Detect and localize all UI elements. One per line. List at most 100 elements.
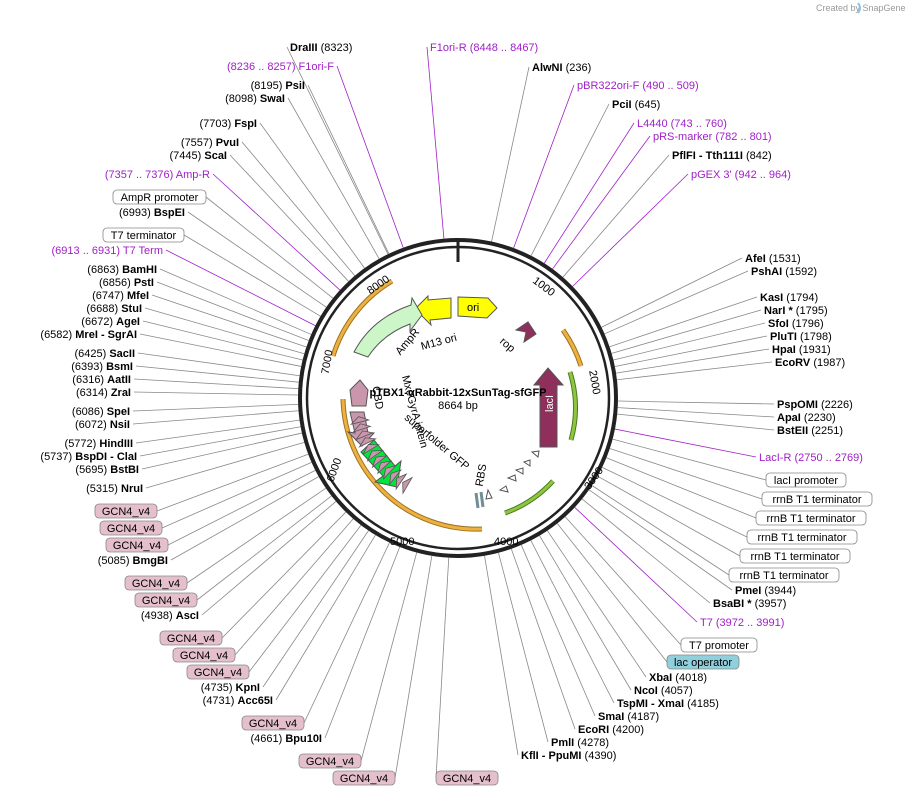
- svg-text:RBS: RBS: [474, 463, 490, 487]
- tick-7000: 7000: [320, 349, 336, 375]
- enzyme-site-label: (4735) KpnI: [201, 682, 260, 694]
- svg-text:superfolder GFP: superfolder GFP: [402, 412, 472, 473]
- enzyme-site-label: (6316) AatII: [72, 374, 131, 386]
- enzyme-site-label: (8195) PsiI: [251, 80, 305, 92]
- enzyme-site-label: HpaI (1931): [772, 344, 831, 356]
- feature-label-box: rrnB T1 terminator: [739, 548, 851, 564]
- enzyme-site-label: (6856) PstI: [99, 277, 154, 289]
- feature-label-box: T7 terminator: [102, 227, 185, 243]
- svg-text:CBD: CBD: [369, 385, 385, 410]
- tick-6000: 6000: [325, 456, 345, 483]
- primer-label: pGEX 3' (942 .. 964): [691, 169, 791, 181]
- enzyme-site-label: (6863) BamHI: [87, 264, 157, 276]
- svg-text:GCN4_v4: GCN4_v4: [102, 506, 150, 518]
- enzyme-site-label: (6747) MfeI: [92, 290, 149, 302]
- primer-label: (8236 .. 8257) F1ori-F: [227, 61, 334, 73]
- enzyme-site-label: AlwNI (236): [532, 62, 591, 74]
- svg-text:AmpR promoter: AmpR promoter: [121, 192, 199, 204]
- feature-label-box: GCN4_v4: [241, 715, 305, 731]
- plasmid-length: 8664 bp: [438, 400, 478, 412]
- enzyme-site-label: (6072) NsiI: [75, 419, 130, 431]
- leader-lines: [132, 46, 775, 779]
- feature-label-box: GCN4_v4: [332, 770, 396, 786]
- feature-label-box: GCN4_v4: [124, 575, 188, 591]
- feature-ori: ori: [457, 296, 498, 319]
- svg-text:GCN4_v4: GCN4_v4: [132, 578, 180, 590]
- feature-sfgfp: superfolder GFP: [360, 412, 472, 488]
- enzyme-site-label: PspOMI (2226): [777, 399, 853, 411]
- tick-5000: 5000: [390, 536, 414, 548]
- enzyme-site-label: KasI (1794): [760, 292, 818, 304]
- feature-label-box: T7 promoter: [680, 637, 758, 653]
- svg-text:GCN4_v4: GCN4_v4: [167, 633, 215, 645]
- primer-label: F1ori-R (8448 .. 8467): [430, 42, 538, 54]
- svg-text:rrnB T1 terminator: rrnB T1 terminator: [757, 532, 846, 544]
- tick-4000: 4000: [494, 536, 518, 548]
- primer-label: L4440 (743 .. 760): [637, 118, 727, 130]
- feature-label-box: rrnB T1 terminator: [728, 567, 840, 583]
- site-labels: DraIII (8323)AlwNI (236)PciI (645)PflFI …: [40, 42, 873, 786]
- primer-label: LacI-R (2750 .. 2769): [759, 452, 863, 464]
- enzyme-site-label: BsaBI * (3957): [713, 598, 786, 610]
- enzyme-site-label: (8098) SwaI: [225, 93, 285, 105]
- enzyme-site-label: (6086) SpeI: [72, 406, 130, 418]
- svg-text:T7 promoter: T7 promoter: [689, 640, 749, 652]
- primer-label: pRS-marker (782 .. 801): [653, 131, 772, 143]
- feature-label-box: GCN4_v4: [99, 520, 163, 536]
- svg-text:GCN4_v4: GCN4_v4: [340, 773, 388, 785]
- feature-label-box: lacI promoter: [765, 472, 847, 488]
- primer-label: T7 (3972 .. 3991): [700, 617, 784, 629]
- svg-text:GCN4_v4: GCN4_v4: [306, 756, 354, 768]
- enzyme-site-label: SfoI (1796): [768, 318, 824, 330]
- enzyme-site-label: (4731) Acc65I: [203, 695, 273, 707]
- feature-label-box: GCN4_v4: [435, 770, 499, 786]
- svg-text:GCN4_v4: GCN4_v4: [443, 773, 491, 785]
- enzyme-site-label: (7557) PvuI: [181, 137, 239, 149]
- svg-text:ori: ori: [467, 302, 479, 314]
- enzyme-site-label: (4938) AscI: [141, 610, 199, 622]
- feature-laci: lacI: [532, 367, 565, 448]
- enzyme-site-label: (6688) StuI: [86, 303, 142, 315]
- enzyme-site-label: EcoRI (4200): [578, 724, 644, 736]
- feature-label-box: GCN4_v4: [186, 664, 250, 680]
- svg-text:GCN4_v4: GCN4_v4: [107, 523, 155, 535]
- enzyme-site-label: BstEII (2251): [777, 425, 843, 437]
- enzyme-site-label: PciI (645): [612, 99, 660, 111]
- feature-label-box: GCN4_v4: [134, 592, 198, 608]
- feature-label-box: rrnB T1 terminator: [755, 510, 867, 526]
- svg-text:rop: rop: [497, 336, 517, 355]
- enzyme-site-label: NcoI (4057): [634, 685, 693, 697]
- enzyme-site-label: (6425) SacII: [74, 348, 135, 360]
- svg-text:GCN4_v4: GCN4_v4: [180, 650, 228, 662]
- feature-label-box: GCN4_v4: [94, 503, 158, 519]
- feature-label-box: GCN4_v4: [159, 630, 223, 646]
- enzyme-site-label: PshAI (1592): [751, 266, 817, 278]
- tick-2000: 2000: [586, 369, 602, 395]
- enzyme-site-label: (5315) NruI: [86, 483, 143, 495]
- orf-arcs: [330, 278, 584, 532]
- svg-text:rrnB T1 terminator: rrnB T1 terminator: [766, 513, 855, 525]
- svg-text:rrnB T1 terminator: rrnB T1 terminator: [750, 551, 839, 563]
- svg-text:lacI: lacI: [544, 395, 556, 412]
- suntag-repeats: [349, 416, 414, 495]
- enzyme-site-label: XbaI (4018): [649, 672, 707, 684]
- feature-label-box: GCN4_v4: [172, 647, 236, 663]
- enzyme-site-label: (6993) BspEI: [119, 207, 185, 219]
- terminator-arrows: [485, 450, 540, 500]
- enzyme-site-label: (4661) Bpu10I: [250, 733, 322, 745]
- feature-rop: rop: [497, 321, 537, 355]
- enzyme-site-label: (7445) ScaI: [170, 150, 228, 162]
- plasmid-name: pTBX1-αRabbit-12xSunTag-sfGFP: [369, 387, 546, 399]
- tick-1000: 1000: [530, 275, 557, 299]
- feature-label-box: rrnB T1 terminator: [761, 491, 873, 507]
- enzyme-site-label: PluTI (1798): [770, 331, 832, 343]
- feature-label-box: AmpR promoter: [112, 189, 207, 205]
- enzyme-site-label: (5737) BspDI - ClaI: [40, 451, 137, 463]
- feature-ampr: AmpR: [353, 296, 423, 358]
- enzyme-site-label: AfeI (1531): [745, 253, 801, 265]
- primer-label: (6913 .. 6931) T7 Term: [52, 245, 164, 257]
- feature-cbd: CBD: [349, 379, 385, 410]
- enzyme-site-label: (6672) AgeI: [81, 316, 140, 328]
- feature-label-box: rrnB T1 terminator: [746, 529, 858, 545]
- svg-text:GCN4_v4: GCN4_v4: [142, 595, 190, 607]
